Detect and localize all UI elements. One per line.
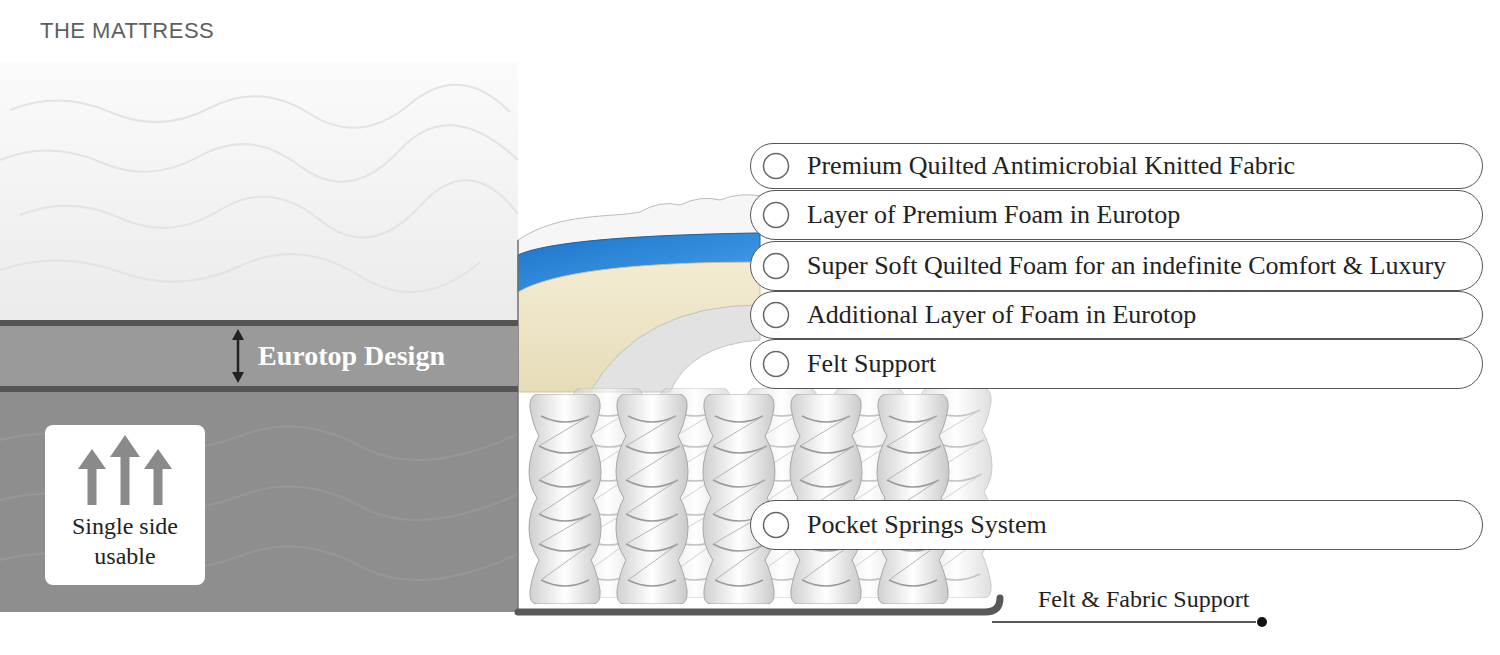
pill-marker — [762, 301, 790, 329]
pill-marker — [762, 511, 790, 539]
info-box: Single side usable — [45, 425, 205, 585]
layer-callout: Super Soft Quilted Foam for an indefinit… — [750, 241, 1483, 291]
layer-name: Super Soft Quilted Foam for an indefinit… — [807, 251, 1446, 281]
leader-line — [992, 621, 1256, 623]
layer-callout: Layer of Premium Foam in Eurotop — [750, 190, 1483, 240]
layer-name: Additional Layer of Foam in Eurotop — [807, 300, 1196, 330]
layer-name: Premium Quilted Antimicrobial Knitted Fa… — [807, 151, 1295, 181]
mattress-top — [0, 62, 518, 320]
layer-callout: Additional Layer of Foam in Eurotop — [750, 291, 1483, 339]
diagram-title: THE MATTRESS — [40, 18, 214, 44]
layer-name: Layer of Premium Foam in Eurotop — [807, 200, 1180, 230]
eurotop-band: Eurotop Design — [0, 320, 518, 392]
pill-marker — [762, 350, 790, 378]
layer-callout: Felt Support — [750, 339, 1483, 389]
layer-callout: Pocket Springs System — [750, 500, 1483, 550]
leader-dot — [1257, 617, 1267, 627]
mattress-base — [518, 598, 1000, 612]
layer-callout: Premium Quilted Antimicrobial Knitted Fa… — [750, 143, 1483, 189]
pill-marker — [762, 152, 790, 180]
info-text: Single side usable — [72, 513, 178, 569]
layer-name: Pocket Springs System — [807, 510, 1047, 540]
mattress-body — [0, 392, 518, 612]
pocket-springs — [529, 388, 992, 604]
double-arrow — [228, 326, 248, 386]
pill-marker — [762, 252, 790, 280]
layer-name: Felt Support — [807, 349, 936, 379]
pill-marker — [762, 201, 790, 229]
band-label: Eurotop Design — [258, 340, 445, 372]
part-label: Felt & Fabric Support — [1038, 586, 1249, 613]
up-arrows-icon — [45, 425, 205, 509]
